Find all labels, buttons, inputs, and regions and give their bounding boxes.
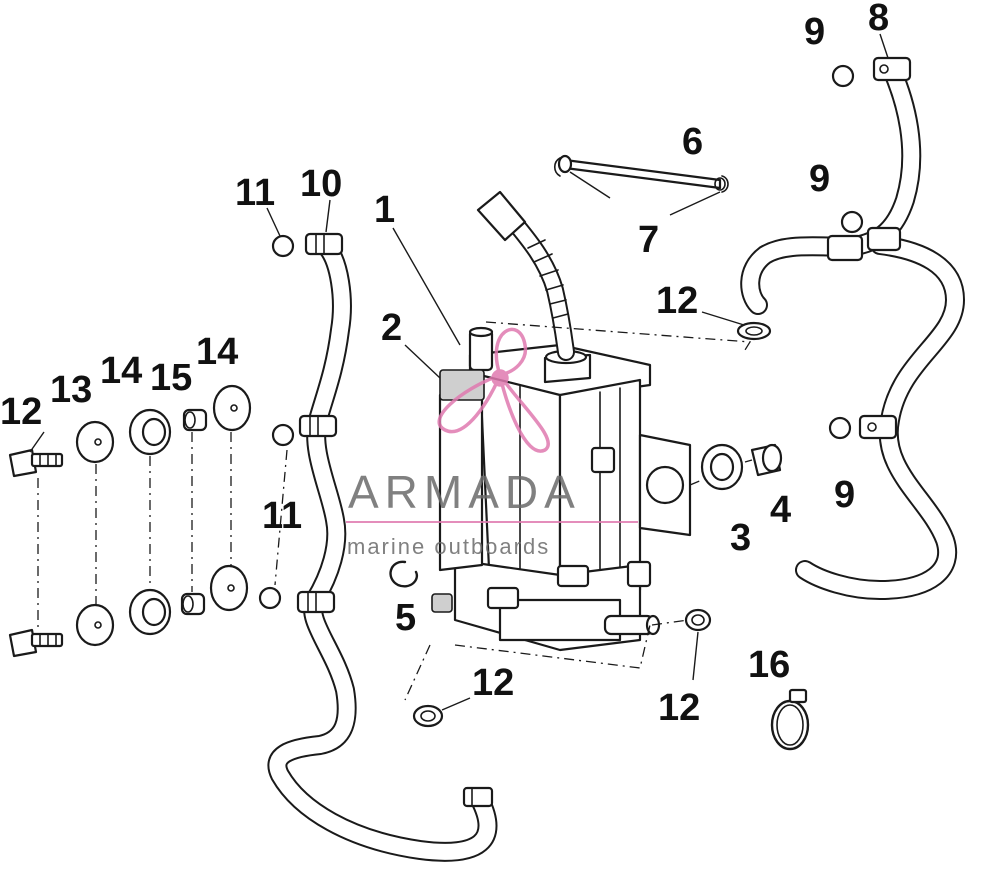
hose-clamp-bottom-left xyxy=(412,704,444,728)
callout-1: 1 xyxy=(374,189,395,231)
propeller-logo-icon xyxy=(437,327,550,453)
o-ring-9-middle xyxy=(840,210,864,234)
callout-9-middle: 9 xyxy=(809,158,830,200)
watermark-tagline: marine outboards xyxy=(347,534,550,559)
washer-14-bottom-left xyxy=(75,603,115,647)
callout-15: 14 xyxy=(100,350,142,392)
callout-12-bottom-right: 12 xyxy=(658,687,700,729)
callout-3: 3 xyxy=(730,517,751,559)
callout-labels: 1 2 3 4 5 6 7 8 9 9 9 10 11 11 12 12 12 … xyxy=(0,0,889,729)
callout-11-lower: 11 xyxy=(262,495,302,537)
callout-4: 4 xyxy=(770,489,791,531)
callout-17: 16 xyxy=(748,644,790,686)
callout-11-top: 11 xyxy=(235,172,275,214)
hose-clamp-lower xyxy=(462,786,494,808)
bolt-13-bottom xyxy=(8,628,64,658)
hose-tee-fitting xyxy=(826,226,902,262)
bushing-15-bottom xyxy=(128,588,172,636)
grommet-3 xyxy=(700,443,744,491)
left-fuel-hose xyxy=(267,235,498,862)
hose-clamp-17 xyxy=(770,688,810,751)
callout-12-bottom-left: 12 xyxy=(472,662,514,704)
watermark-brand: ARMADA xyxy=(348,466,581,518)
callout-10: 10 xyxy=(300,163,342,205)
callout-14-left: 13 xyxy=(50,369,92,411)
clamp-12-right xyxy=(684,608,712,632)
rod-clip-left xyxy=(553,157,561,177)
callout-16: 15 xyxy=(150,357,192,399)
spacer-16-bottom xyxy=(180,592,206,616)
clamp-12-top xyxy=(736,321,772,341)
spacer-16-top xyxy=(182,408,208,432)
hose-fitting-8 xyxy=(872,56,912,82)
o-ring-11-middle xyxy=(271,423,295,447)
callout-2: 2 xyxy=(381,307,402,349)
callout-9-top: 9 xyxy=(804,11,825,53)
callout-9-lower: 9 xyxy=(834,474,855,516)
o-ring-9-top xyxy=(831,64,855,88)
callout-6: 6 xyxy=(682,121,703,163)
armada-watermark: ARMADA marine outboards xyxy=(346,327,638,559)
washer-14-bottom-right xyxy=(209,564,249,612)
rod-clip-right xyxy=(721,175,729,193)
callout-8: 8 xyxy=(868,0,889,39)
o-ring-9-lower xyxy=(828,416,852,440)
callout-12-top: 12 xyxy=(656,280,698,322)
callout-7: 7 xyxy=(638,219,659,261)
o-ring-11-lower xyxy=(258,586,282,610)
bolt-13-top xyxy=(8,448,64,478)
leader-lines xyxy=(29,33,889,711)
callout-5: 5 xyxy=(395,597,416,639)
center-lines xyxy=(37,321,753,701)
plug-4 xyxy=(750,443,783,477)
mounting-rod xyxy=(557,154,726,191)
bushing-15-top xyxy=(128,408,172,456)
hose-fitting-top xyxy=(304,232,344,256)
washer-14-top-right xyxy=(212,384,252,432)
callout-14-right: 14 xyxy=(196,331,238,373)
hose-fitting-bottom xyxy=(296,590,336,614)
o-ring-11-top xyxy=(271,234,295,258)
callout-13: 12 xyxy=(0,391,42,433)
hose-fitting-right-middle xyxy=(858,414,898,440)
vent-tube xyxy=(476,190,575,361)
washer-14-top-left xyxy=(75,420,115,464)
hose-fitting-middle xyxy=(298,414,338,438)
retaining-clip-5 xyxy=(389,560,419,588)
